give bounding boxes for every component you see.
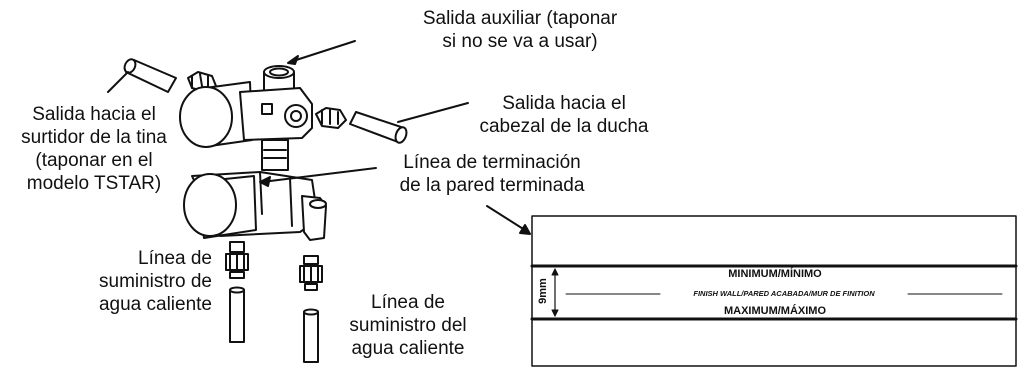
finish-wall-line-label-line1: Línea de terminación bbox=[403, 152, 581, 173]
right-supply-fitting bbox=[299, 255, 323, 363]
hot-supply-left-label: Línea de suministro de agua caliente bbox=[88, 247, 212, 316]
finish-wall-line-label-line2: de la pared terminada bbox=[399, 175, 585, 196]
tub-spout-label-line3: (taponar en el bbox=[35, 150, 153, 171]
gauge-minimum-text: MINIMUM/MÍNIMO bbox=[728, 268, 822, 280]
gauge-pointer-line bbox=[486, 205, 529, 233]
shower-outlet-label: Salida hacia el cabezal de la ducha bbox=[456, 92, 672, 138]
tub-spout-leader bbox=[107, 71, 129, 93]
tub-spout-label-line4: modelo TSTAR) bbox=[26, 173, 162, 194]
hot-supply-right-label: Línea de suministro del agua caliente bbox=[326, 291, 490, 360]
center-connector bbox=[261, 139, 289, 171]
aux-arrowhead bbox=[287, 55, 299, 65]
leader-lines bbox=[107, 40, 529, 233]
aux-outlet-label-line1: Salida auxiliar (taponar bbox=[422, 8, 618, 29]
hot-supply-left-label-line2: suministro de bbox=[99, 271, 212, 292]
hot-supply-left-label-line1: Línea de bbox=[138, 248, 212, 269]
finish-wall-gauge bbox=[530, 215, 1018, 367]
aux-leader bbox=[289, 40, 356, 63]
finish-wall-line-label: Línea de terminación de la pared termina… bbox=[374, 151, 610, 197]
left-supply-fitting bbox=[225, 241, 249, 343]
hot-supply-right-label-line1: Línea de bbox=[371, 292, 445, 313]
gauge-arrowhead bbox=[519, 224, 531, 235]
shower-outlet-label-line2: cabezal de la ducha bbox=[479, 116, 649, 137]
tub-spout-label: Salida hacia el surtidor de la tina (tap… bbox=[0, 103, 188, 195]
aux-outlet-label-line2: si no se va a usar) bbox=[442, 31, 598, 52]
shower-outlet-label-line1: Salida hacia el bbox=[502, 93, 626, 114]
hot-supply-right-label-line3: agua caliente bbox=[351, 338, 465, 359]
upper-valve-body bbox=[179, 81, 313, 148]
hot-supply-right-label-line2: suministro del bbox=[349, 315, 467, 336]
finish-line-arrowhead bbox=[259, 176, 271, 187]
tub-spout-label-line1: Salida hacia el bbox=[32, 104, 156, 125]
lower-valve-body bbox=[183, 171, 327, 241]
shower-leader bbox=[397, 102, 469, 123]
gauge-maximum-text: MAXIMUM/MÁXIMO bbox=[723, 305, 827, 317]
gauge-dimension-text: 9mm bbox=[537, 278, 549, 304]
gauge-finish-wall-text: FINISH WALL/PARED ACABADA/MUR DE FINITIO… bbox=[693, 289, 875, 298]
shower-outlet-pipe bbox=[315, 107, 408, 144]
finish-line-leader bbox=[261, 167, 377, 183]
aux-outlet-label: Salida auxiliar (taponar si no se va a u… bbox=[396, 7, 644, 53]
hot-supply-left-label-line3: agua caliente bbox=[98, 294, 212, 315]
tub-spout-label-line2: surtidor de la tina bbox=[21, 127, 167, 148]
